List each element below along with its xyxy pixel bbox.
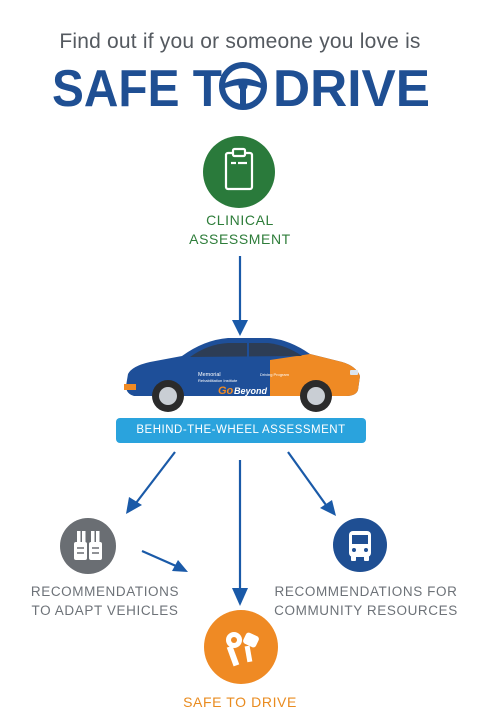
adapt-icon xyxy=(60,518,116,574)
community-label-line2: COMMUNITY RESOURCES xyxy=(274,603,458,618)
arrow-head xyxy=(320,500,336,516)
headline-part2: DRIVE xyxy=(273,60,430,114)
adapt-label-line2: TO ADAPT VEHICLES xyxy=(31,603,179,618)
car-illustration: Memorial Rehabilitation Institute Drivin… xyxy=(124,338,360,412)
steering-wheel-icon xyxy=(219,62,267,110)
tagline: Find out if you or someone you love is xyxy=(59,30,421,53)
keys-icon xyxy=(226,632,259,667)
arrow-adapt-to-safe xyxy=(141,549,177,568)
arrow-head xyxy=(232,588,248,606)
arrow-btw-to-community xyxy=(287,451,327,506)
adapt-label: RECOMMENDATIONS TO ADAPT VEHICLES xyxy=(10,582,200,620)
behind-the-wheel-banner: BEHIND-THE-WHEEL ASSESSMENT xyxy=(116,418,366,443)
car-orange-panel xyxy=(270,354,360,396)
adapt-label-line1: RECOMMENDATIONS xyxy=(30,584,180,599)
car-slogan-beyond: Beyond xyxy=(234,386,268,396)
clinical-label-line2: ASSESSMENT xyxy=(189,231,291,247)
safe-icon xyxy=(204,610,278,684)
clinical-label-line1: CLINICAL xyxy=(206,212,274,228)
bus-icon xyxy=(349,531,371,561)
clinical-icon xyxy=(203,136,275,208)
arrow-head xyxy=(172,560,188,572)
community-icon xyxy=(333,518,387,572)
car-brand-line1: Memorial xyxy=(198,372,221,378)
headline-part1: SAFE T xyxy=(52,60,222,114)
clipboard-icon xyxy=(224,147,254,191)
headline: SAFE T DRIVE xyxy=(52,60,430,114)
car-wheel-front xyxy=(152,380,184,412)
arrow-head xyxy=(126,497,142,514)
car-windows xyxy=(190,343,302,357)
car-program-text: Driving Program xyxy=(260,372,290,377)
hand-controls-icon xyxy=(74,531,102,560)
car-brand-line2: Rehabilitation Institute xyxy=(198,378,238,383)
community-label-line1: RECOMMENDATIONS FOR xyxy=(274,584,458,599)
arrow-head xyxy=(232,320,248,336)
clinical-label: CLINICAL ASSESSMENT xyxy=(140,211,340,249)
community-label: RECOMMENDATIONS FOR COMMUNITY RESOURCES xyxy=(256,582,476,620)
safe-label: SAFE TO DRIVE xyxy=(183,694,297,710)
arrow-btw-to-adapt xyxy=(135,451,176,504)
car-wheel-rear xyxy=(300,380,332,412)
car-slogan-go: Go xyxy=(218,385,234,397)
